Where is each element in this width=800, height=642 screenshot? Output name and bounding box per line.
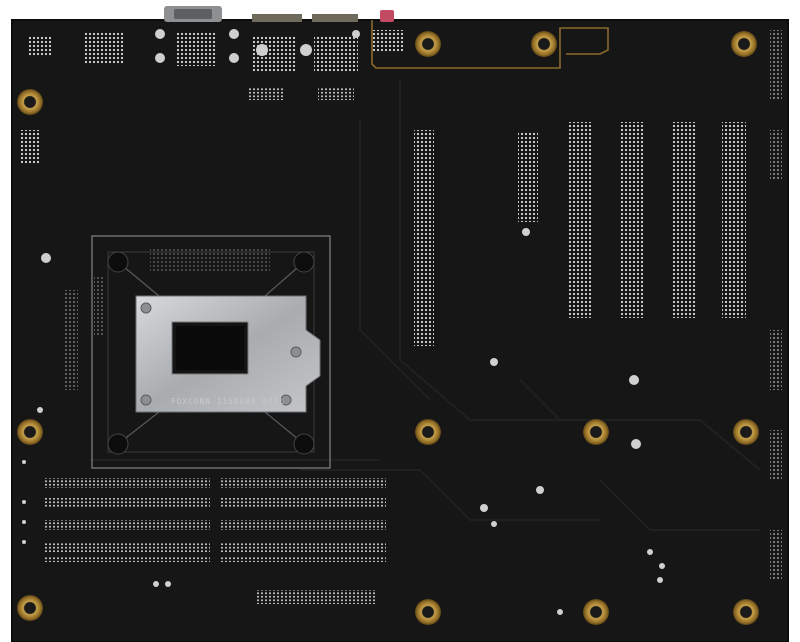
backplate-label: FOXCONN 115X0BP 97CL [171, 397, 285, 406]
right-edge-pins [770, 30, 782, 580]
cpu-socket-backplate: FOXCONN 115X0BP 97CL [135, 295, 321, 413]
dimm-slot-solder-rows [44, 478, 386, 604]
misc-vias [22, 228, 665, 615]
cpu-socket-area [91, 235, 331, 469]
vrm-vias [37, 253, 104, 413]
gold-trace [371, 20, 609, 69]
pcb-traces [90, 80, 761, 531]
rear-io-connectors [164, 6, 394, 22]
mounting-holes [17, 31, 759, 625]
pcie-slot-solder-rows [414, 122, 746, 346]
io-pin-clusters [20, 29, 404, 164]
